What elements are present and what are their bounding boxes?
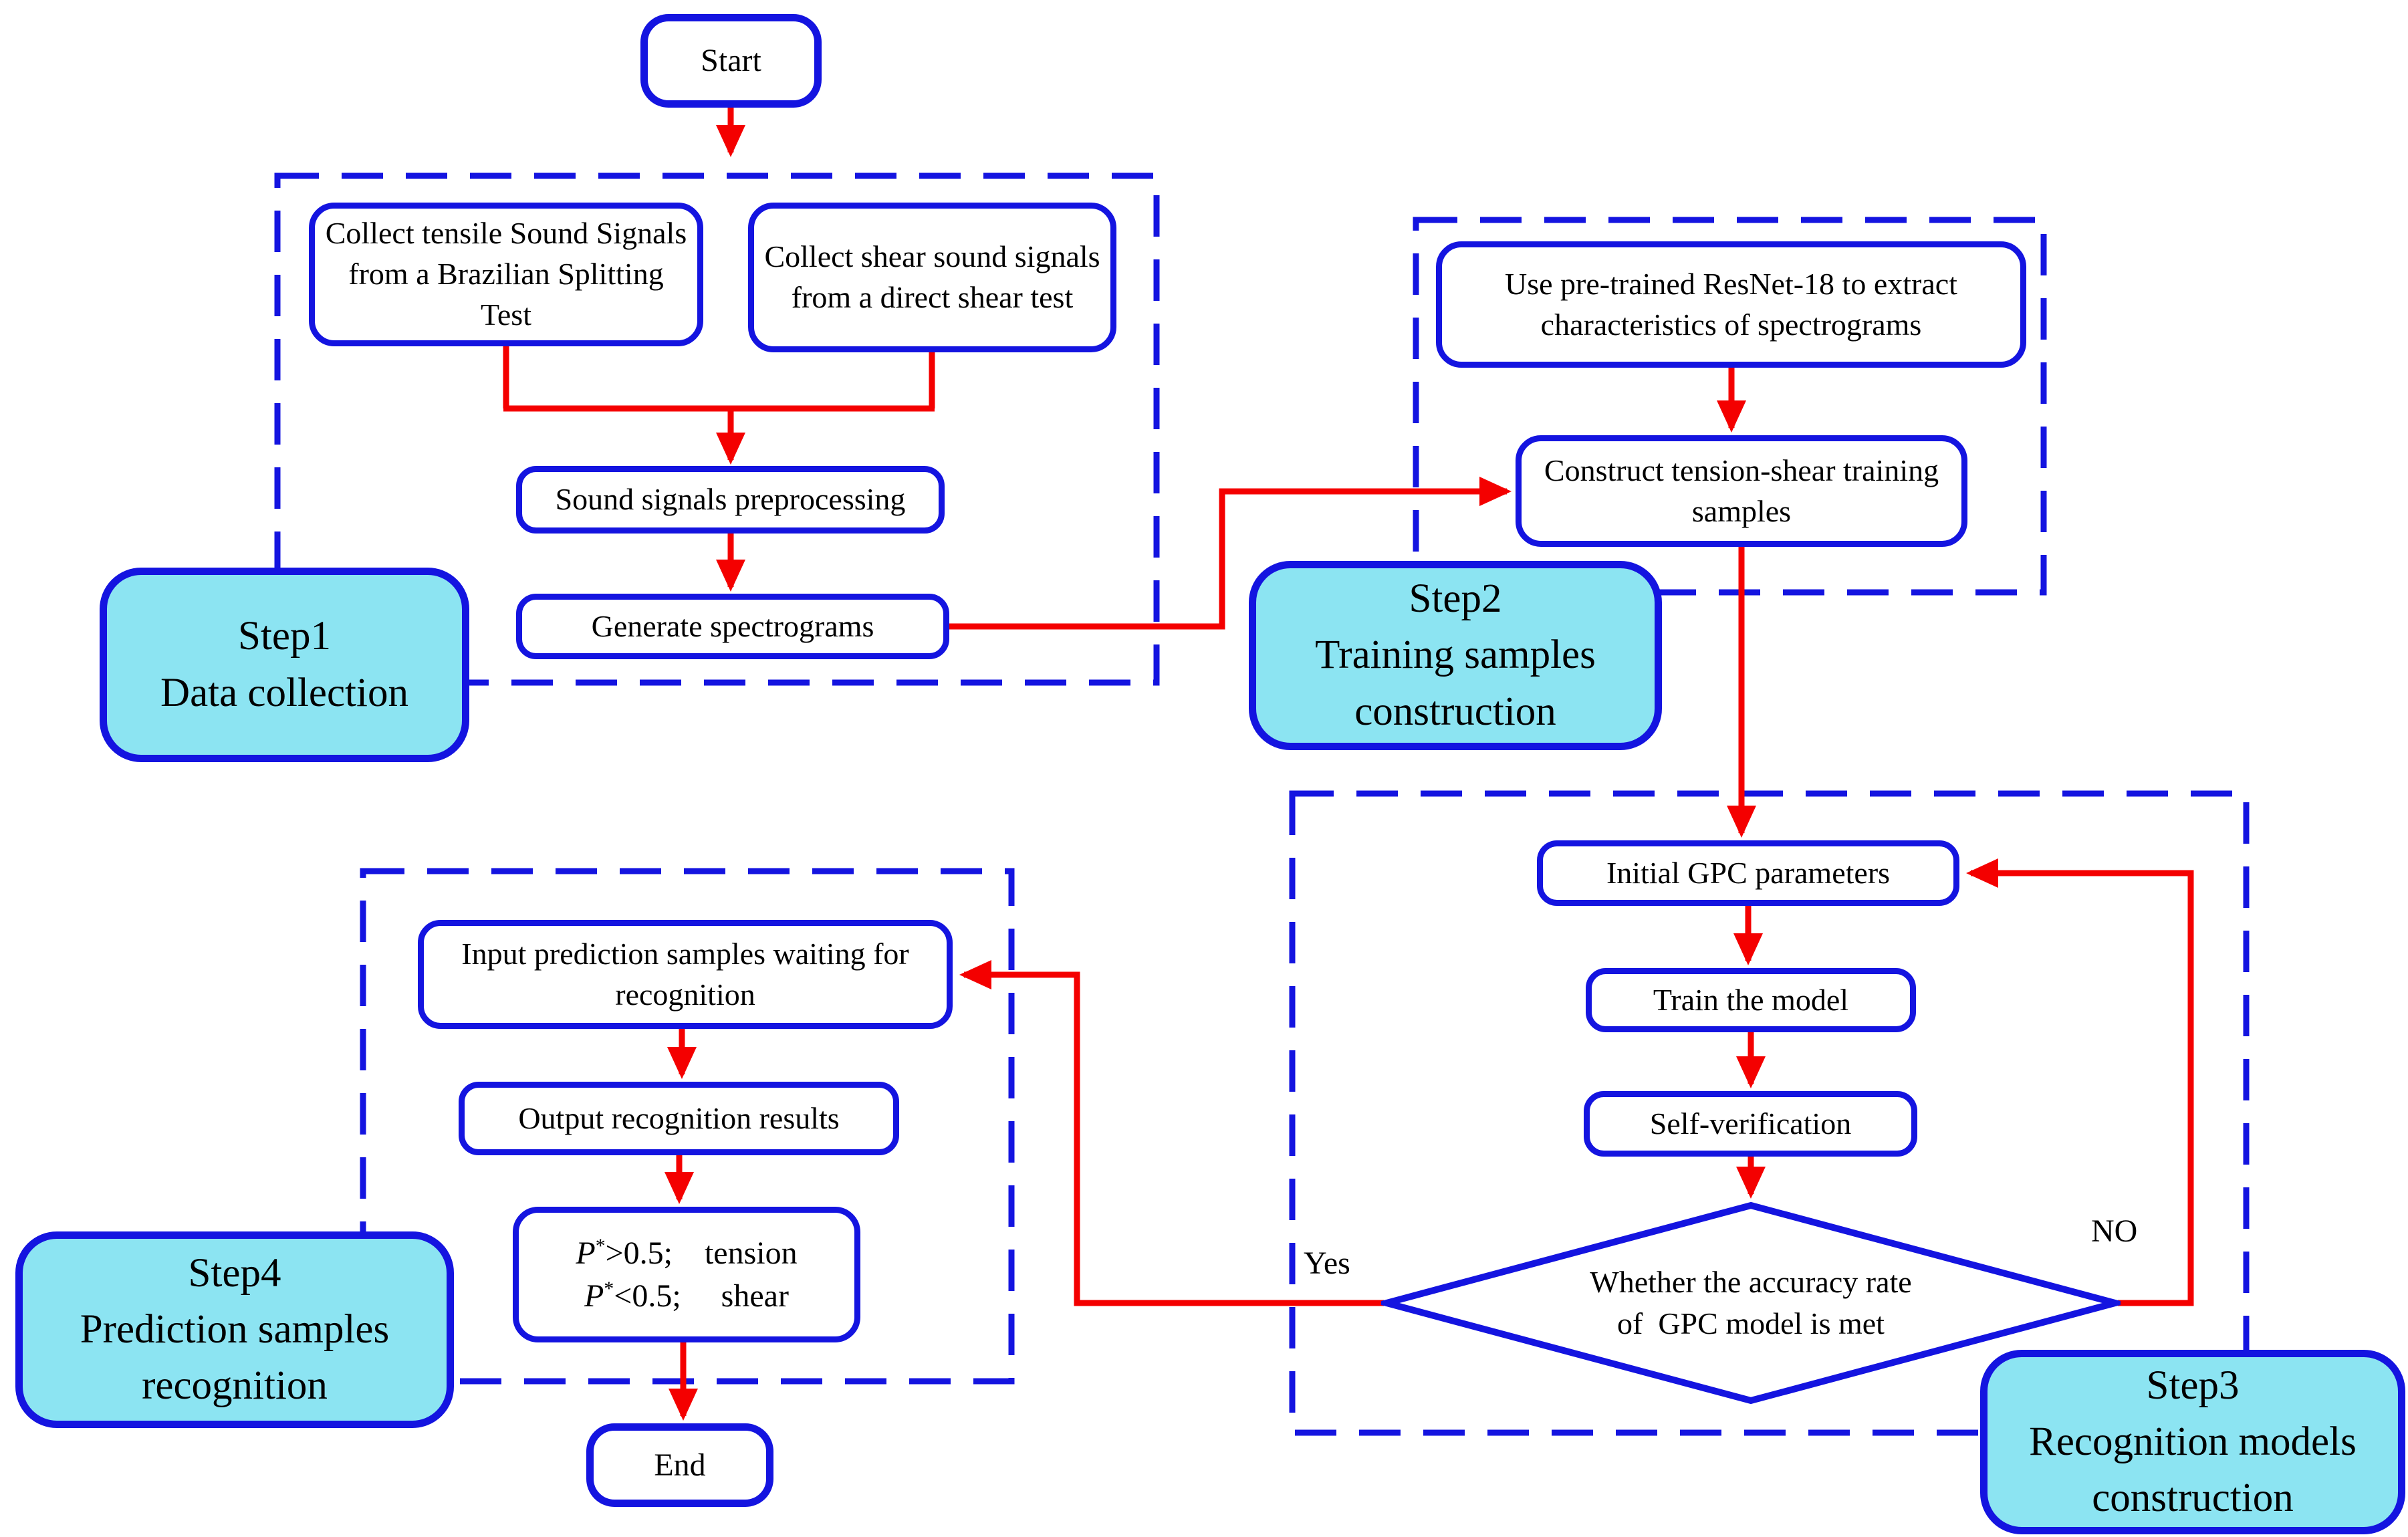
collect-shear-label: Collect shear sound signals from a direc… <box>764 239 1100 314</box>
step3-label: Step3 Recognition models construction <box>1980 1350 2405 1534</box>
output-results-label: Output recognition results <box>518 1100 840 1135</box>
self-verification-label: Self-verification <box>1649 1106 1852 1141</box>
step2-label: Step2 Training samples construction <box>1249 561 1662 750</box>
step1-label: Step1 Data collection <box>100 568 469 762</box>
initial-gpc-label: Initial GPC parameters <box>1606 855 1891 890</box>
start-label: Start <box>701 43 761 79</box>
collect-tensile-label: Collect tensile Sound Signals from a Bra… <box>325 216 687 332</box>
step2-title: Step2 <box>1409 576 1502 622</box>
step4-label: Step4 Prediction samples recognition <box>15 1231 454 1428</box>
start-node: Start <box>640 14 822 108</box>
step3-dashed-container <box>1289 790 2250 1436</box>
decision-label: Whether the accuracy rate of GPC model i… <box>1590 1264 1912 1340</box>
step4-dashed-container <box>360 868 1015 1385</box>
initial-gpc-node: Initial GPC parameters <box>1537 840 1959 906</box>
step4-title: Step4 <box>188 1250 281 1296</box>
arrow-generate-to-construct <box>947 477 1512 630</box>
self-verification-node: Self-verification <box>1584 1091 1917 1157</box>
step2-dashed-container <box>1413 217 2047 596</box>
step2-subtitle: Training samples construction <box>1315 632 1596 734</box>
step1-subtitle: Data collection <box>160 670 408 715</box>
preprocessing-label: Sound signals preprocessing <box>555 482 906 517</box>
train-model-label: Train the model <box>1653 982 1849 1017</box>
end-node: End <box>586 1423 773 1507</box>
resnet-label: Use pre-trained ResNet-18 to extract cha… <box>1505 266 1957 342</box>
output-results-node: Output recognition results <box>459 1082 899 1155</box>
arrow-yes-to-input-prediction <box>959 960 1384 1306</box>
arrow-no-loop-to-initial-gpc <box>1966 858 2194 1306</box>
step1-dashed-container <box>274 172 1160 686</box>
generate-spectrograms-label: Generate spectrograms <box>591 608 874 643</box>
input-prediction-label: Input prediction samples waiting for rec… <box>461 936 909 1012</box>
step3-title: Step3 <box>2146 1363 2240 1408</box>
decision-diamond-shape <box>1381 1201 2121 1405</box>
threshold-line-shear: P*<0.5; shear <box>584 1277 789 1314</box>
construct-samples-label: Construct tension-shear training samples <box>1544 453 1939 528</box>
preprocessing-node: Sound signals preprocessing <box>516 466 945 534</box>
input-prediction-node: Input prediction samples waiting for rec… <box>418 920 953 1029</box>
collect-tensile-node: Collect tensile Sound Signals from a Bra… <box>309 203 703 346</box>
step4-subtitle: Prediction samples recognition <box>80 1306 390 1409</box>
decision-yes-label: Yes <box>1304 1246 1350 1281</box>
threshold-node: P*>0.5; tension P*<0.5; shear <box>513 1207 860 1342</box>
step3-subtitle: Recognition models construction <box>2029 1419 2357 1521</box>
decision-diamond: Whether the accuracy rate of GPC model i… <box>1381 1201 2121 1405</box>
end-label: End <box>654 1447 706 1483</box>
decision-no-label: NO <box>2091 1213 2138 1249</box>
resnet-node: Use pre-trained ResNet-18 to extract cha… <box>1436 241 2026 368</box>
step1-title: Step1 <box>238 614 331 659</box>
generate-spectrograms-node: Generate spectrograms <box>516 594 949 659</box>
construct-samples-node: Construct tension-shear training samples <box>1516 435 1967 547</box>
threshold-line-tension: P*>0.5; tension <box>576 1235 798 1272</box>
train-model-node: Train the model <box>1586 968 1916 1032</box>
collect-shear-node: Collect shear sound signals from a direc… <box>748 203 1116 352</box>
